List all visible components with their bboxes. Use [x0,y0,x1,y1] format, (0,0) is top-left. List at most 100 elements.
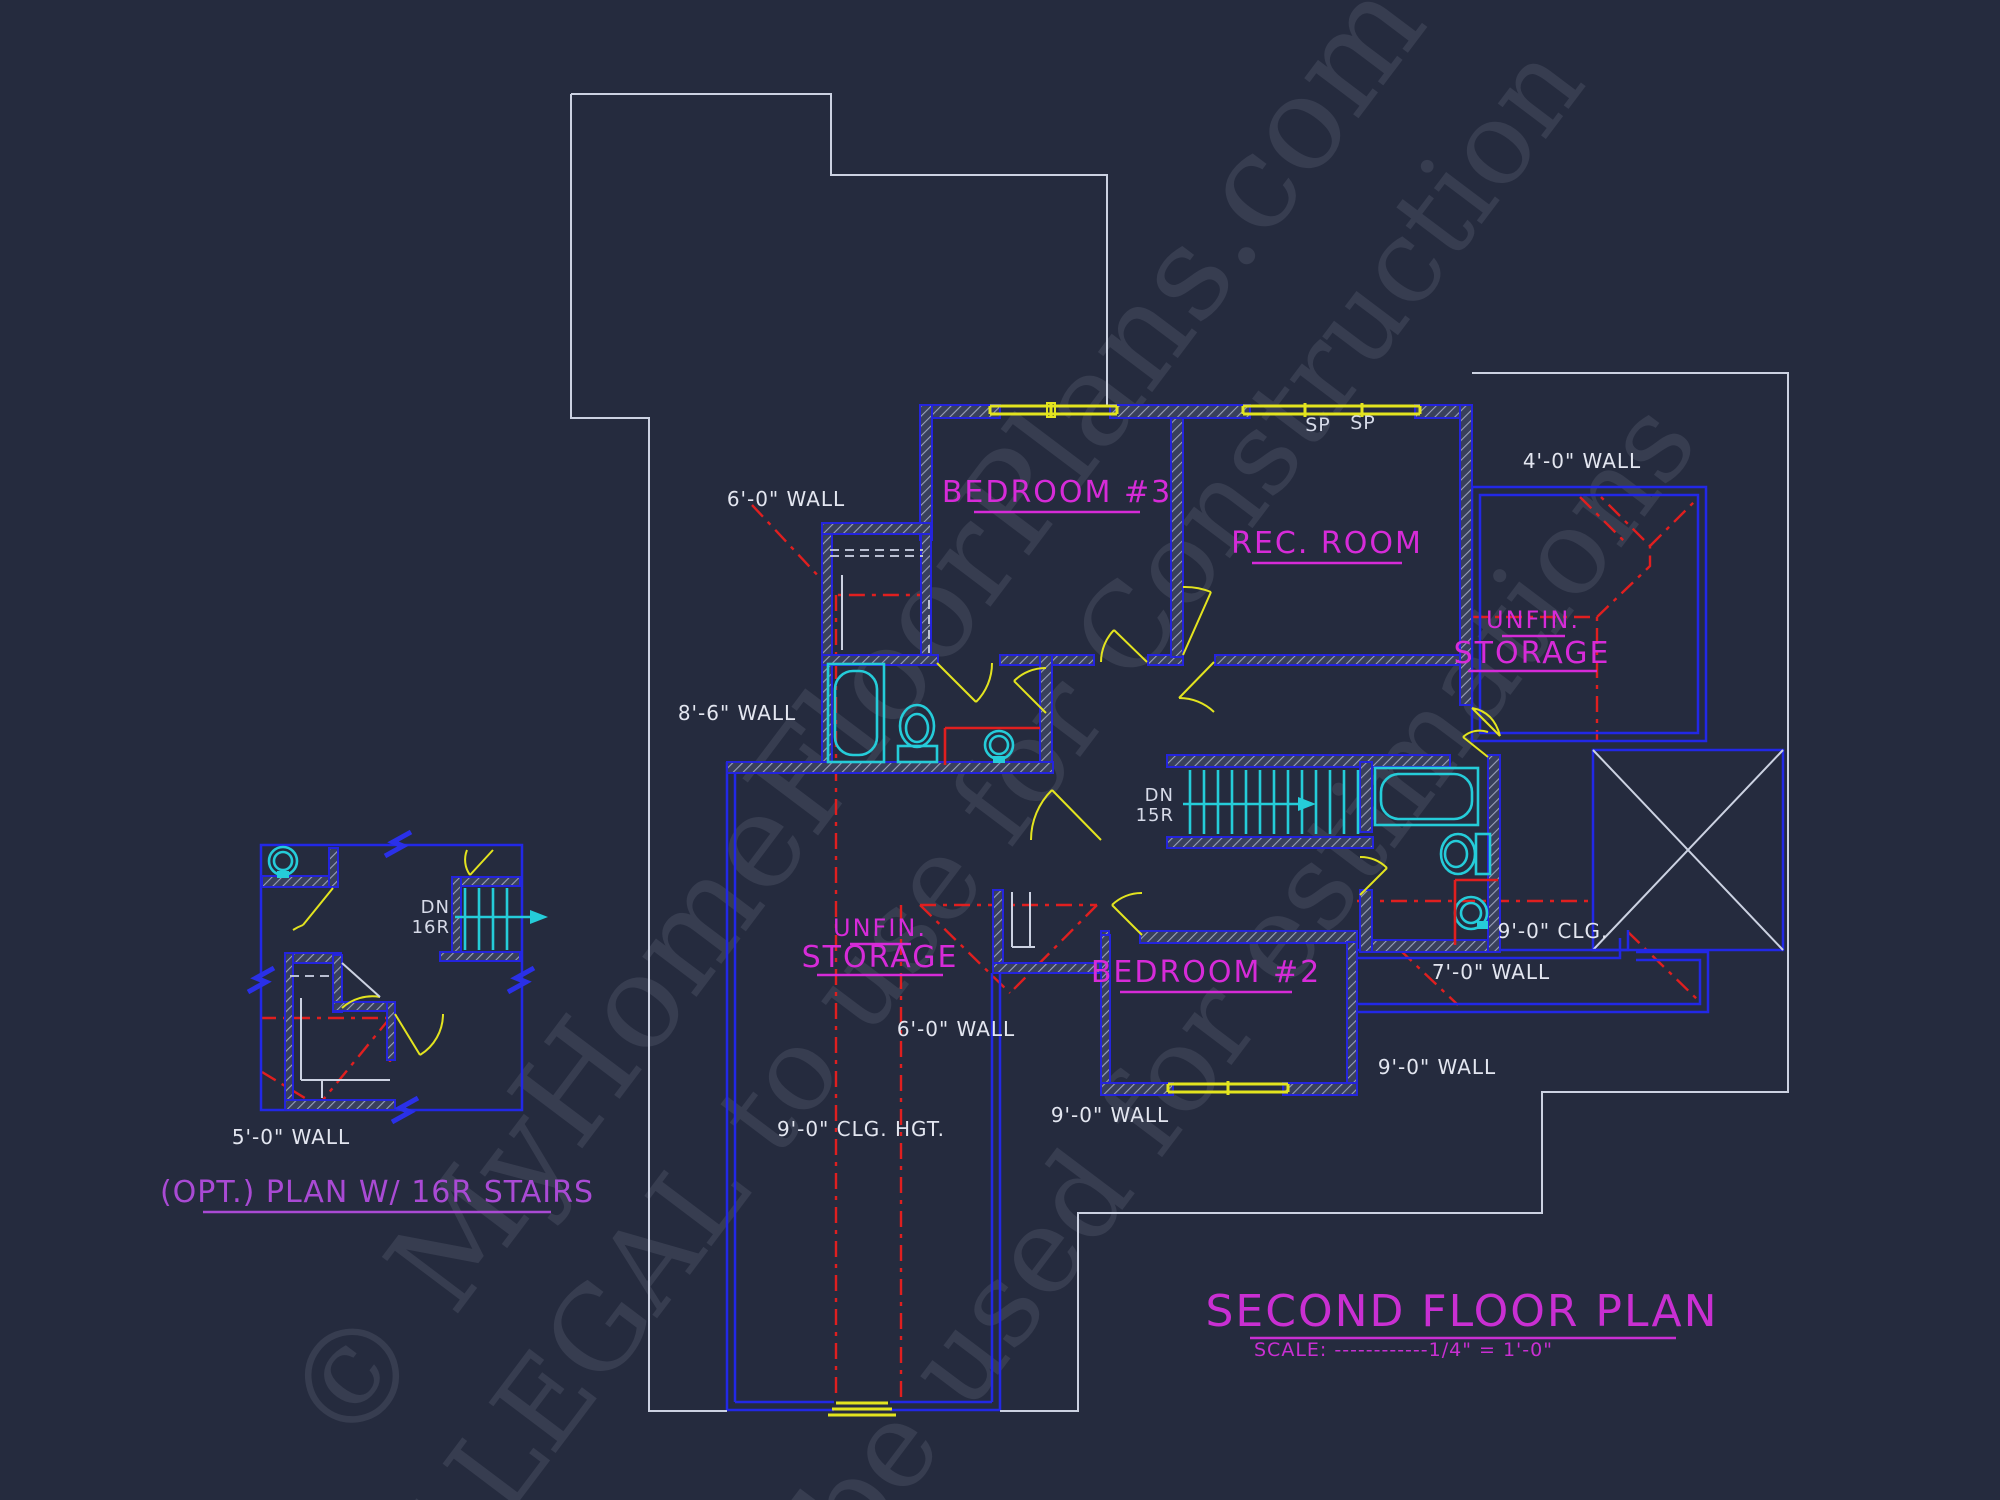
scale-note: SCALE: ------------1/4" = 1'-0" [1254,1339,1553,1361]
hall-bath-tub [826,662,886,764]
dim-9ft-wall-left: 9'-0" WALL [1051,1103,1169,1127]
wall-bedroom3-left [919,404,933,541]
break-mark-left [246,965,276,995]
fixtures [267,662,1492,950]
wall-bedroom2-bottom-1 [1100,1082,1174,1096]
dim-7ft-wall: 7'-0" WALL [1432,960,1550,984]
watermark-line1: © MyHomeFloorPlans.com [254,0,1454,1475]
wall-bedroom2-top [1139,930,1358,944]
dim-5ft-wall: 5'-0" WALL [232,1125,350,1149]
break-mark-top [383,829,413,859]
opt-wall-stairs-left [451,876,462,961]
label-bedroom2: BEDROOM #2 [1091,955,1321,990]
label-15r: 15R [1136,805,1174,826]
opt-wall-bath-right [328,847,339,888]
label-sp-left: SP [1305,414,1331,436]
wall-stairs-bottom [1166,836,1374,849]
stairs-main-treads [1183,770,1360,834]
master-bath-toilet [1439,832,1492,876]
dim-6ft-wall-top: 6'-0" WALL [727,487,845,511]
door-hall-bath [936,662,994,703]
window-bedroom3 [988,403,1119,417]
wall-bath-bottom [726,761,1054,774]
wall-hall-stub [1147,654,1184,666]
door-bath-hall [1013,666,1047,714]
window-bedroom3-mullion [1046,402,1056,418]
attic-strip-walls [1357,930,1710,1014]
open-shaft-x-brace [1592,749,1784,951]
closet-shelf-dashed [830,549,923,557]
master-bath-tub [1373,766,1480,827]
interior-details [290,549,1035,1098]
label-storage-right-1: UNFIN. [1486,606,1580,634]
dim-8ft6-wall: 8'-6" WALL [678,701,796,725]
label-storage-center-2: STORAGE [802,940,959,975]
counter-master-bath [1453,878,1498,945]
break-mark-right [506,965,536,995]
hall-bath-toilet [896,703,939,764]
wall-closet-top [821,522,932,535]
label-16r: 16R [412,917,450,938]
door-mbath-top [1462,729,1489,758]
dim-9ft-clg: 9'-0" CLG. [1498,919,1609,943]
door-vestibule [1030,789,1102,841]
label-rec-room: REC. ROOM [1231,526,1423,561]
wall-vestibule-closet [992,889,1004,974]
wall-mbath-right [1487,754,1501,953]
stairs-opt-arrow [530,910,548,924]
roof-break-lines [260,496,1702,1400]
roof-valley-opt-plan [260,1016,392,1108]
walls-hatched [261,404,1501,1111]
roof-outline-right [1000,372,1789,1412]
leader-6ft-wall [751,504,928,597]
label-bedroom3: BEDROOM #3 [942,475,1172,510]
wall-rec-bottom [1214,654,1461,666]
counter-hall-bath [943,726,1040,765]
open-shaft-box [1591,748,1785,952]
label-dn-opt: DN [421,897,450,918]
opt-plan-sink [267,845,299,878]
dim-6ft-wall-center: 6'-0" WALL [897,1017,1015,1041]
wall-bedroom3-rec-divider [1170,417,1184,658]
door-bedroom2 [1111,891,1143,936]
wall-top-2 [1109,404,1251,419]
door-bedroom3 [1100,629,1148,663]
counters [943,726,1498,945]
label-dn-main: DN [1145,785,1174,806]
roof-outline [570,93,1789,1412]
watermark: © MyHomeFloorPlans.com ILLEGAL to use fo… [254,0,1723,1500]
opt-wall-bottom [284,1099,396,1111]
break-mark-bottom [390,1095,420,1125]
dim-9ft-wall-right: 9'-0" WALL [1378,1055,1496,1079]
page-title: SECOND FLOOR PLAN [1205,1286,1718,1337]
door-master-bath [1359,855,1388,896]
opt-wall-stairs-bottom [439,951,521,962]
opt-closet-pole [300,998,390,1098]
wall-mbath-left-2 [1359,889,1373,953]
wall-bedroom2-right [1346,941,1358,1084]
window-bedroom2 [1166,1081,1290,1095]
break-marks [246,829,536,1125]
door-stair-hall [1182,585,1212,656]
roof-valley-right-storage [1472,496,1698,740]
window-recroom [1241,403,1422,417]
roof-valley-center [919,903,1098,994]
storage-center-walls [725,762,1002,1412]
opt-wall-stairs-top [451,876,521,887]
opt-door-leaf-white [341,962,381,998]
window-storage [828,1401,896,1417]
opt-wall-bath-bottom [261,875,336,888]
wall-mbath-left-1 [1359,761,1373,833]
stairs-main-arrow [1298,797,1316,811]
label-sp-right: SP [1350,412,1376,434]
wall-mbath-bottom [1371,939,1501,953]
opt-wall-part3 [386,1001,396,1061]
door-rec-room [1178,661,1215,713]
roof-outline-upper-left [571,93,1108,405]
opt-door-hall [394,1013,444,1056]
wall-bedroom2-bottom-2 [1282,1082,1358,1096]
opt-door-top [464,849,494,876]
label-storage-center-1: UNFIN. [833,914,927,942]
doors [292,585,1501,1056]
